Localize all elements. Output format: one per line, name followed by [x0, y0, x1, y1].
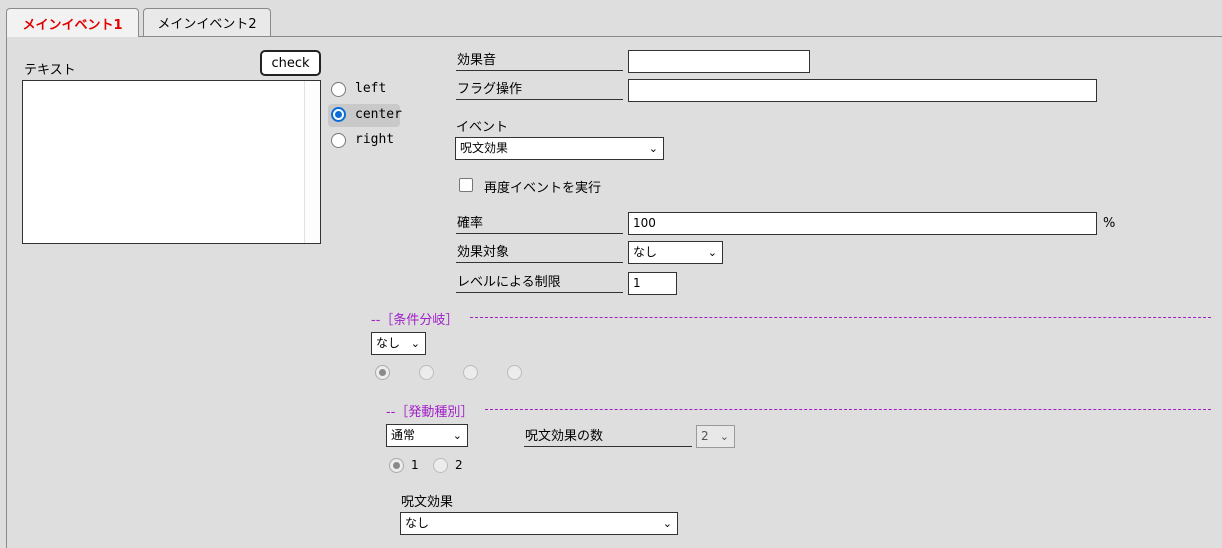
chevron-down-icon: ⌄: [410, 337, 420, 350]
sound-label: 効果音: [456, 51, 623, 71]
chevron-down-icon: ⌄: [452, 429, 462, 442]
text-label: テキスト: [24, 63, 76, 78]
align-right-label: right: [355, 132, 395, 147]
trigger-section-title: --［発動種別］: [386, 405, 474, 420]
trigger-divider: [485, 409, 1211, 410]
condition-radio-4[interactable]: [507, 365, 522, 380]
check-button[interactable]: check: [260, 50, 321, 76]
tab-main-event-2[interactable]: メインイベント2: [143, 8, 271, 36]
text-area[interactable]: [22, 80, 321, 244]
trigger-select[interactable]: 通常 ⌄: [386, 424, 468, 447]
text-area-scrollbar[interactable]: [304, 81, 320, 243]
chevron-down-icon: ⌄: [707, 246, 717, 259]
event-select-value: 呪文効果: [460, 141, 509, 155]
condition-select-value: なし: [376, 336, 401, 350]
event-select[interactable]: 呪文効果 ⌄: [455, 137, 664, 160]
flag-input[interactable]: [628, 79, 1097, 102]
condition-divider: [470, 317, 1211, 318]
condition-radio-1[interactable]: [375, 365, 390, 380]
align-left-option[interactable]: left: [330, 81, 386, 101]
rerun-label: 再度イベントを実行: [484, 181, 602, 196]
flag-label: フラグ操作: [456, 80, 623, 100]
sound-input[interactable]: [628, 50, 810, 73]
align-right-radio[interactable]: [331, 133, 346, 148]
spell-count-select[interactable]: 2 ⌄: [696, 425, 735, 448]
rerun-checkbox[interactable]: [459, 178, 473, 192]
spell-select[interactable]: なし ⌄: [400, 512, 678, 535]
condition-section-title: --［条件分岐］: [371, 313, 459, 328]
tab-label: メインイベント2: [157, 17, 257, 32]
align-left-label: left: [355, 81, 387, 96]
chevron-down-icon: ⌄: [648, 142, 658, 155]
rerun-option[interactable]: 再度イベントを実行: [459, 177, 659, 196]
trigger-radio-1[interactable]: [389, 458, 404, 473]
trigger-radio-option-2[interactable]: 2: [433, 457, 469, 475]
spell-count-value: 2: [701, 429, 709, 443]
align-center-option[interactable]: center: [328, 104, 402, 127]
check-button-label: check: [271, 55, 310, 71]
probability-input[interactable]: 100: [628, 212, 1097, 235]
trigger-select-value: 通常: [391, 428, 416, 442]
level-limit-input[interactable]: 1: [628, 272, 677, 295]
trigger-radio-2-label: 2: [455, 458, 463, 472]
align-center-radio[interactable]: [331, 107, 346, 122]
trigger-radio-option-1[interactable]: 1: [389, 457, 425, 475]
trigger-radio-2[interactable]: [433, 458, 448, 473]
spell-select-value: なし: [405, 516, 430, 530]
spell-count-label: 呪文効果の数: [524, 427, 692, 447]
chevron-down-icon: ⌄: [719, 430, 729, 443]
chevron-down-icon: ⌄: [662, 517, 672, 530]
target-select-value: なし: [633, 245, 658, 259]
percent-unit: %: [1103, 216, 1116, 231]
spell-label: 呪文効果: [401, 495, 454, 510]
level-limit-label: レベルによる制限: [456, 273, 623, 293]
align-right-option[interactable]: right: [330, 132, 395, 152]
target-select[interactable]: なし ⌄: [628, 241, 723, 264]
panel-border: [6, 36, 1222, 37]
condition-radio-2[interactable]: [419, 365, 434, 380]
trigger-radio-1-label: 1: [411, 458, 419, 472]
probability-label: 確率: [456, 214, 623, 234]
tab-label: メインイベント1: [22, 17, 123, 33]
align-center-label: center: [355, 107, 402, 122]
align-left-radio[interactable]: [331, 82, 346, 97]
tab-main-event-1[interactable]: メインイベント1: [6, 8, 139, 37]
event-label: イベント: [456, 120, 509, 135]
condition-radio-3[interactable]: [463, 365, 478, 380]
target-label: 効果対象: [456, 243, 623, 263]
panel-border-left: [6, 36, 7, 548]
condition-select[interactable]: なし ⌄: [371, 332, 426, 355]
